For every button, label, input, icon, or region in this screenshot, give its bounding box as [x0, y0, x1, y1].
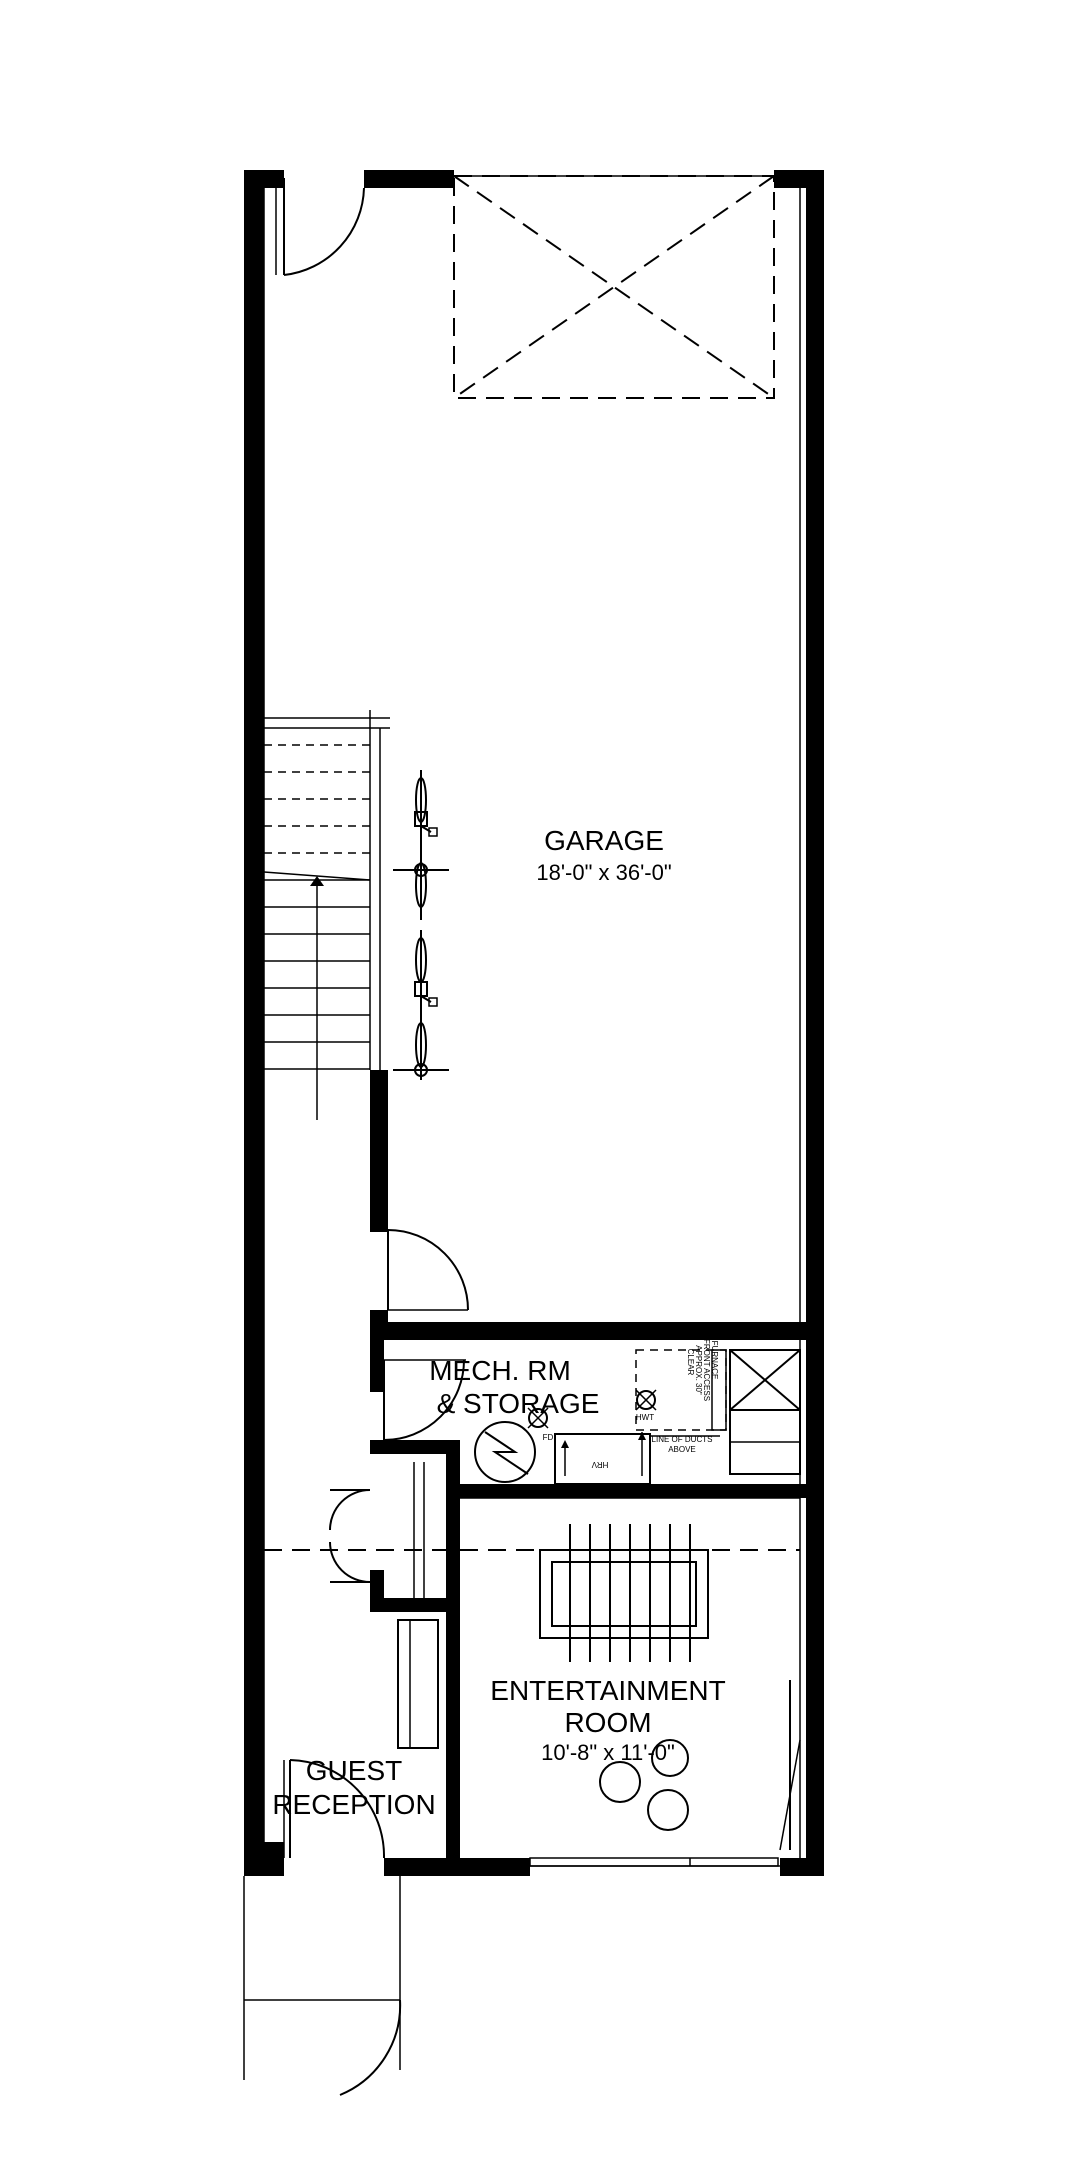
hall-closet	[329, 1462, 425, 1598]
entertainment-room-name-line2: ROOM	[564, 1707, 651, 1738]
furnace-text-3: APPROX. 30"	[694, 1345, 703, 1395]
bicycle-icon	[393, 770, 449, 920]
ducts-text-2: ABOVE	[668, 1445, 696, 1454]
exterior-walls	[244, 170, 824, 1876]
furnace-text-2: FRONT ACCESS	[702, 1339, 711, 1401]
garage-dims: 18'-0" x 36'-0"	[536, 860, 671, 885]
ducts-text-1: LINE OF DUCTS	[652, 1435, 713, 1444]
overhead-door-outline	[453, 175, 775, 399]
side-tables-icon	[599, 1739, 689, 1831]
furnace-text-4: CLEAR	[686, 1349, 695, 1376]
wall-inner-lines	[263, 175, 801, 1867]
hrv-label: HRV	[591, 1460, 608, 1469]
entertainment-room-walls	[460, 1497, 801, 1867]
stair-wall	[370, 1070, 388, 1332]
fd-label: FD	[543, 1433, 554, 1442]
entertainment-room-name-line1: ENTERTAINMENT	[490, 1675, 725, 1706]
water-heater-icon	[474, 1421, 536, 1483]
guest-reception-name-line2: RECEPTION	[272, 1789, 435, 1820]
entertainment-room-dims: 10'-8" x 11'-0"	[541, 1740, 675, 1765]
hwt-label: HWT	[636, 1413, 654, 1422]
furnace-text-1: FURNACE	[710, 1341, 719, 1380]
mech-room-name-line2: & STORAGE	[437, 1388, 600, 1419]
hrv-unit: HRV	[554, 1433, 651, 1485]
mech-room-name-line1: MECH. RM	[429, 1355, 571, 1386]
garage-name: GARAGE	[544, 825, 664, 856]
storage-shelving	[729, 1349, 801, 1475]
furnace-area: HWT FURNACE FRONT ACCESS APPROX. 30" CLE…	[635, 1339, 727, 1476]
mech-room-door	[383, 1359, 466, 1441]
foosball-table-icon	[539, 1524, 709, 1662]
bicycle-icon	[393, 930, 449, 1080]
front-porch	[243, 1876, 402, 2096]
front-entry-door	[264, 1759, 400, 1876]
staircase	[261, 710, 390, 1122]
guest-reception-name-line1: GUEST	[306, 1755, 402, 1786]
mech-room-walls	[370, 1340, 824, 1660]
hall-storage	[397, 1619, 460, 1870]
floor-drain-icon: FD	[527, 1407, 554, 1442]
garage-interior-door	[370, 1222, 469, 1311]
garage-side-door	[275, 178, 365, 276]
